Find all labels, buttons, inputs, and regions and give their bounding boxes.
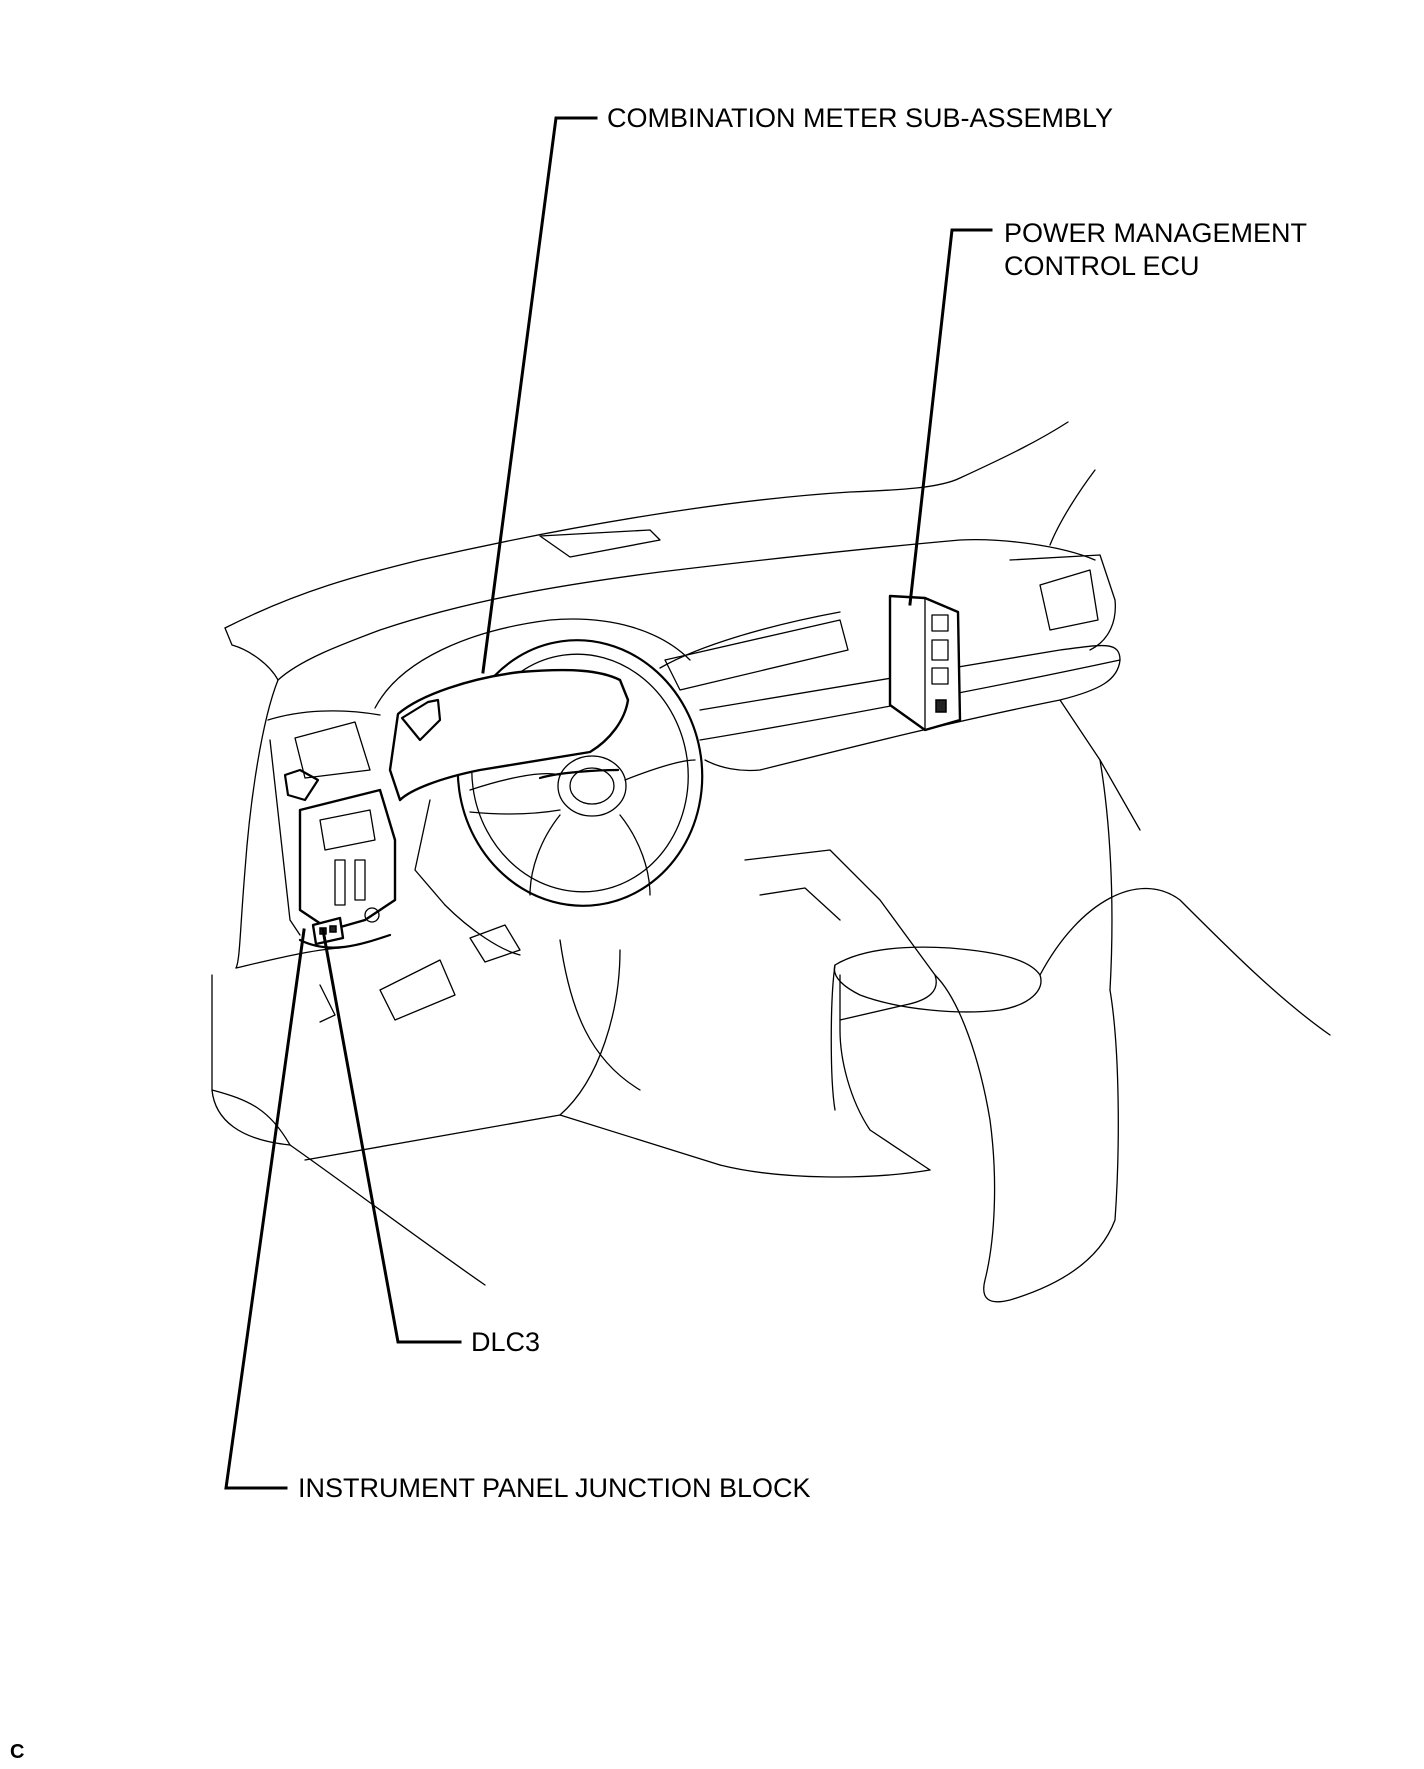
dashboard-outline bbox=[211, 421, 1331, 1303]
label-power-management-control-ecu-line2: CONTROL ECU bbox=[1004, 251, 1200, 281]
leader-dlc3 bbox=[321, 928, 462, 1344]
label-power-management-control-ecu-line1: POWER MANAGEMENT bbox=[1004, 218, 1308, 248]
leader-power-management-ecu bbox=[908, 228, 993, 606]
leader-instrument-panel-junction-block bbox=[224, 928, 306, 1490]
figure-code: C bbox=[10, 1741, 25, 1763]
label-dlc3: DLC3 bbox=[471, 1327, 541, 1357]
leader-lines bbox=[224, 116, 993, 1490]
label-instrument-panel-junction-block: INSTRUMENT PANEL JUNCTION BLOCK bbox=[298, 1473, 811, 1503]
power-management-control-ecu bbox=[888, 594, 962, 732]
label-combination-meter-sub-assembly: COMBINATION METER SUB-ASSEMBLY bbox=[607, 103, 1114, 133]
steering-wheel bbox=[374, 618, 704, 956]
instrument-panel-junction-block bbox=[283, 768, 397, 949]
combination-meter-sub-assembly bbox=[388, 668, 630, 802]
leader-combination-meter bbox=[481, 116, 598, 674]
